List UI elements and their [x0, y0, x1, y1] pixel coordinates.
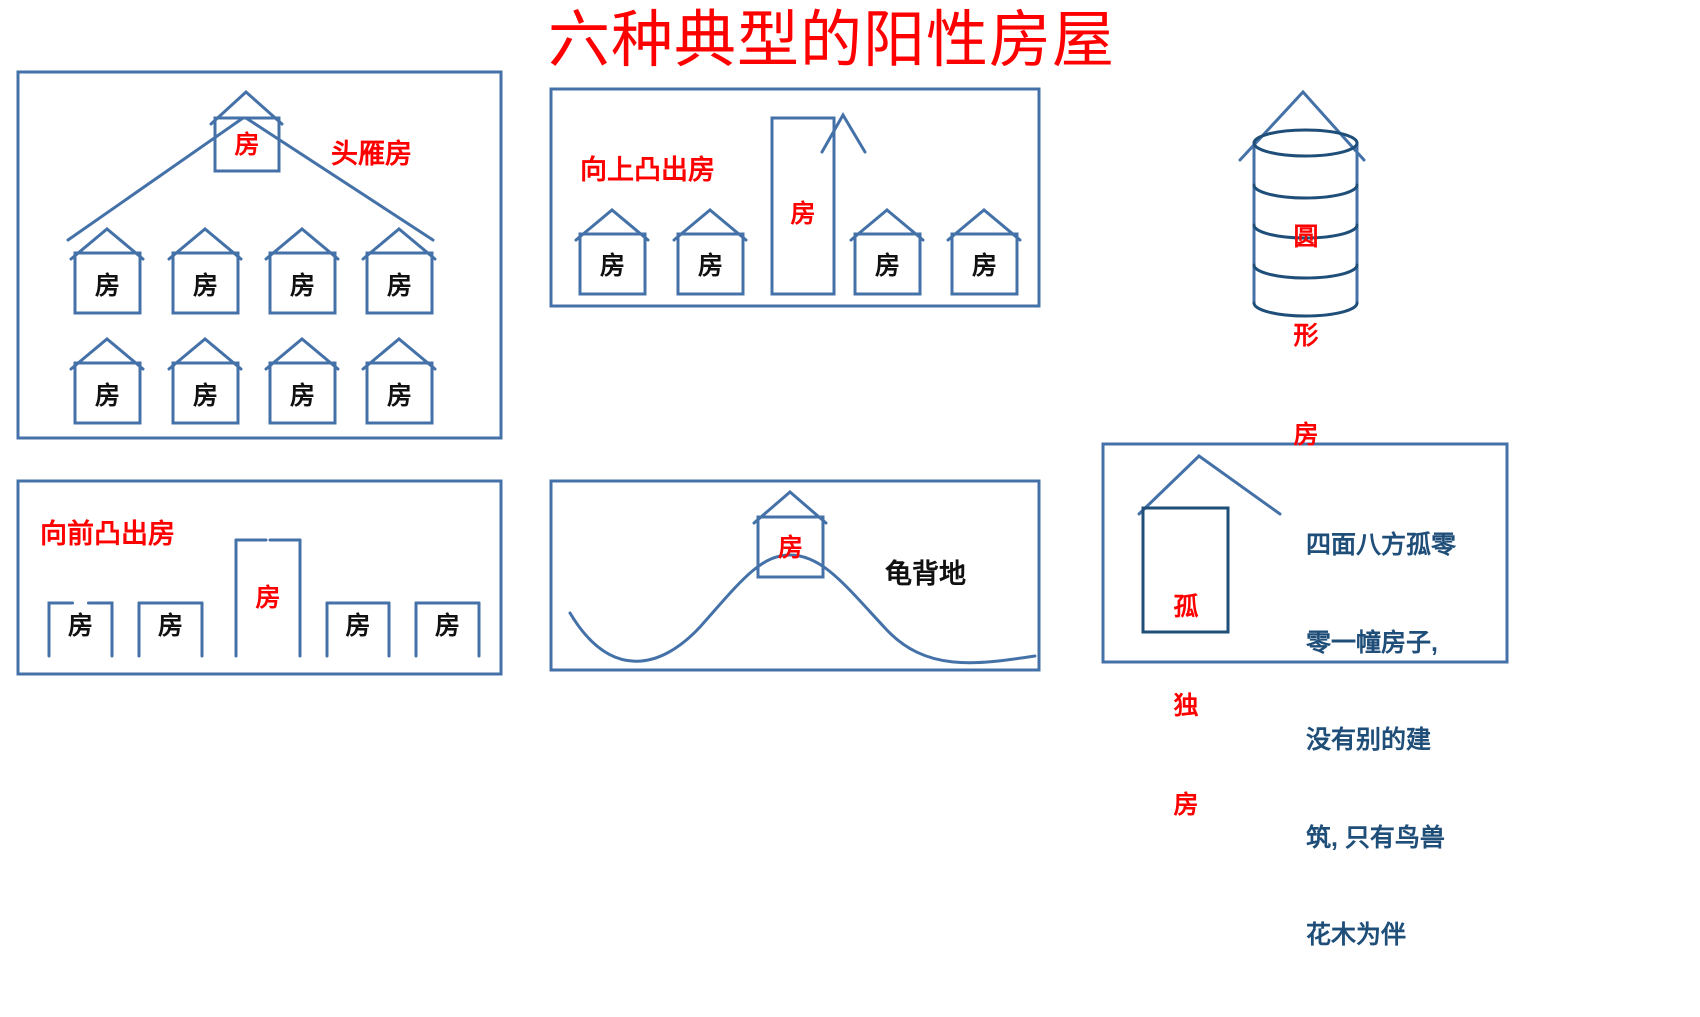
fw-house4-char: 房 [345, 612, 371, 640]
desc-line-4: 筑, 只有鸟兽 [1306, 823, 1445, 852]
row2-house2-char: 房 [192, 382, 218, 410]
lead-house-char: 房 [234, 131, 260, 159]
up-tall-house-char: 房 [790, 200, 816, 228]
row1-house2-roof [167, 227, 243, 261]
row2-house4-char: 房 [386, 382, 412, 410]
row1-house3-char: 房 [289, 272, 315, 300]
row2-house3-roof [264, 337, 340, 371]
up-house4-char: 房 [971, 252, 997, 280]
cylinder-roof [1238, 89, 1366, 162]
label-forward-protruding: 向前凸出房 [40, 519, 175, 549]
lead-house-roof [209, 89, 284, 126]
up-house3-char: 房 [874, 252, 900, 280]
label-upward-protruding: 向上凸出房 [580, 155, 715, 185]
lonely-house-description: 四面八方孤零 零一幢房子, 没有别的建 筑, 只有鸟兽 花木为伴 [1306, 464, 1456, 1017]
desc-line-5: 花木为伴 [1306, 921, 1407, 949]
row1-house3-roof [264, 227, 340, 261]
row2-house3-char: 房 [289, 382, 315, 410]
page-title: 六种典型的阳性房屋 [548, 6, 1116, 75]
lonely-house-label: 孤 独 房 [1157, 525, 1215, 888]
fw-center-house-char: 房 [255, 584, 281, 612]
lonely-house-roof [1137, 454, 1282, 516]
label-lead-goose: 头雁房 [331, 139, 412, 169]
row1-house4-char: 房 [386, 272, 412, 300]
lonely-house-char-2: 独 [1173, 692, 1199, 720]
desc-line-3: 没有别的建 [1306, 726, 1432, 754]
up-house1-char: 房 [599, 252, 625, 280]
round-house-char-3: 房 [1293, 421, 1319, 449]
up-house2-char: 房 [697, 252, 723, 280]
row1-house4-roof [361, 227, 437, 261]
desc-line-2: 零一幢房子, [1306, 628, 1438, 657]
turtle-house-char: 房 [777, 534, 803, 562]
fw-house1-char: 房 [67, 612, 93, 640]
up-house2-roof [672, 208, 748, 242]
desc-line-1: 四面八方孤零 [1306, 531, 1457, 559]
fw-house2-char: 房 [157, 612, 183, 640]
lonely-house-char-3: 房 [1173, 791, 1199, 819]
turtle-house-roof [752, 490, 828, 525]
round-house-char-1: 圆 [1293, 223, 1319, 251]
row2-house1-roof [69, 337, 145, 371]
up-house3-roof [849, 208, 925, 242]
label-turtle-back-land: 龟背地 [885, 559, 966, 589]
diagram-canvas: 六种典型的阳性房屋 头雁房 房 房 房 房 房 房 房 房 房 向上凸出房 房 … [16, 6, 1509, 949]
lonely-house-char-1: 孤 [1173, 593, 1199, 621]
row1-house1-char: 房 [94, 272, 120, 300]
panel-forward-frame [16, 479, 503, 676]
cylinder-top-ellipse [1252, 128, 1359, 158]
up-house4-roof [946, 208, 1022, 242]
row2-house4-roof [361, 337, 437, 371]
round-house-char-2: 形 [1293, 322, 1319, 350]
row2-house2-roof [167, 337, 243, 371]
row1-house1-roof [69, 227, 145, 261]
up-tall-house-roof [820, 112, 867, 154]
row1-house2-char: 房 [192, 272, 218, 300]
row2-house1-char: 房 [94, 382, 120, 410]
round-house-label: 圆 形 房 [1278, 155, 1334, 518]
up-house1-roof [574, 208, 650, 242]
fw-house5-char: 房 [434, 612, 460, 640]
